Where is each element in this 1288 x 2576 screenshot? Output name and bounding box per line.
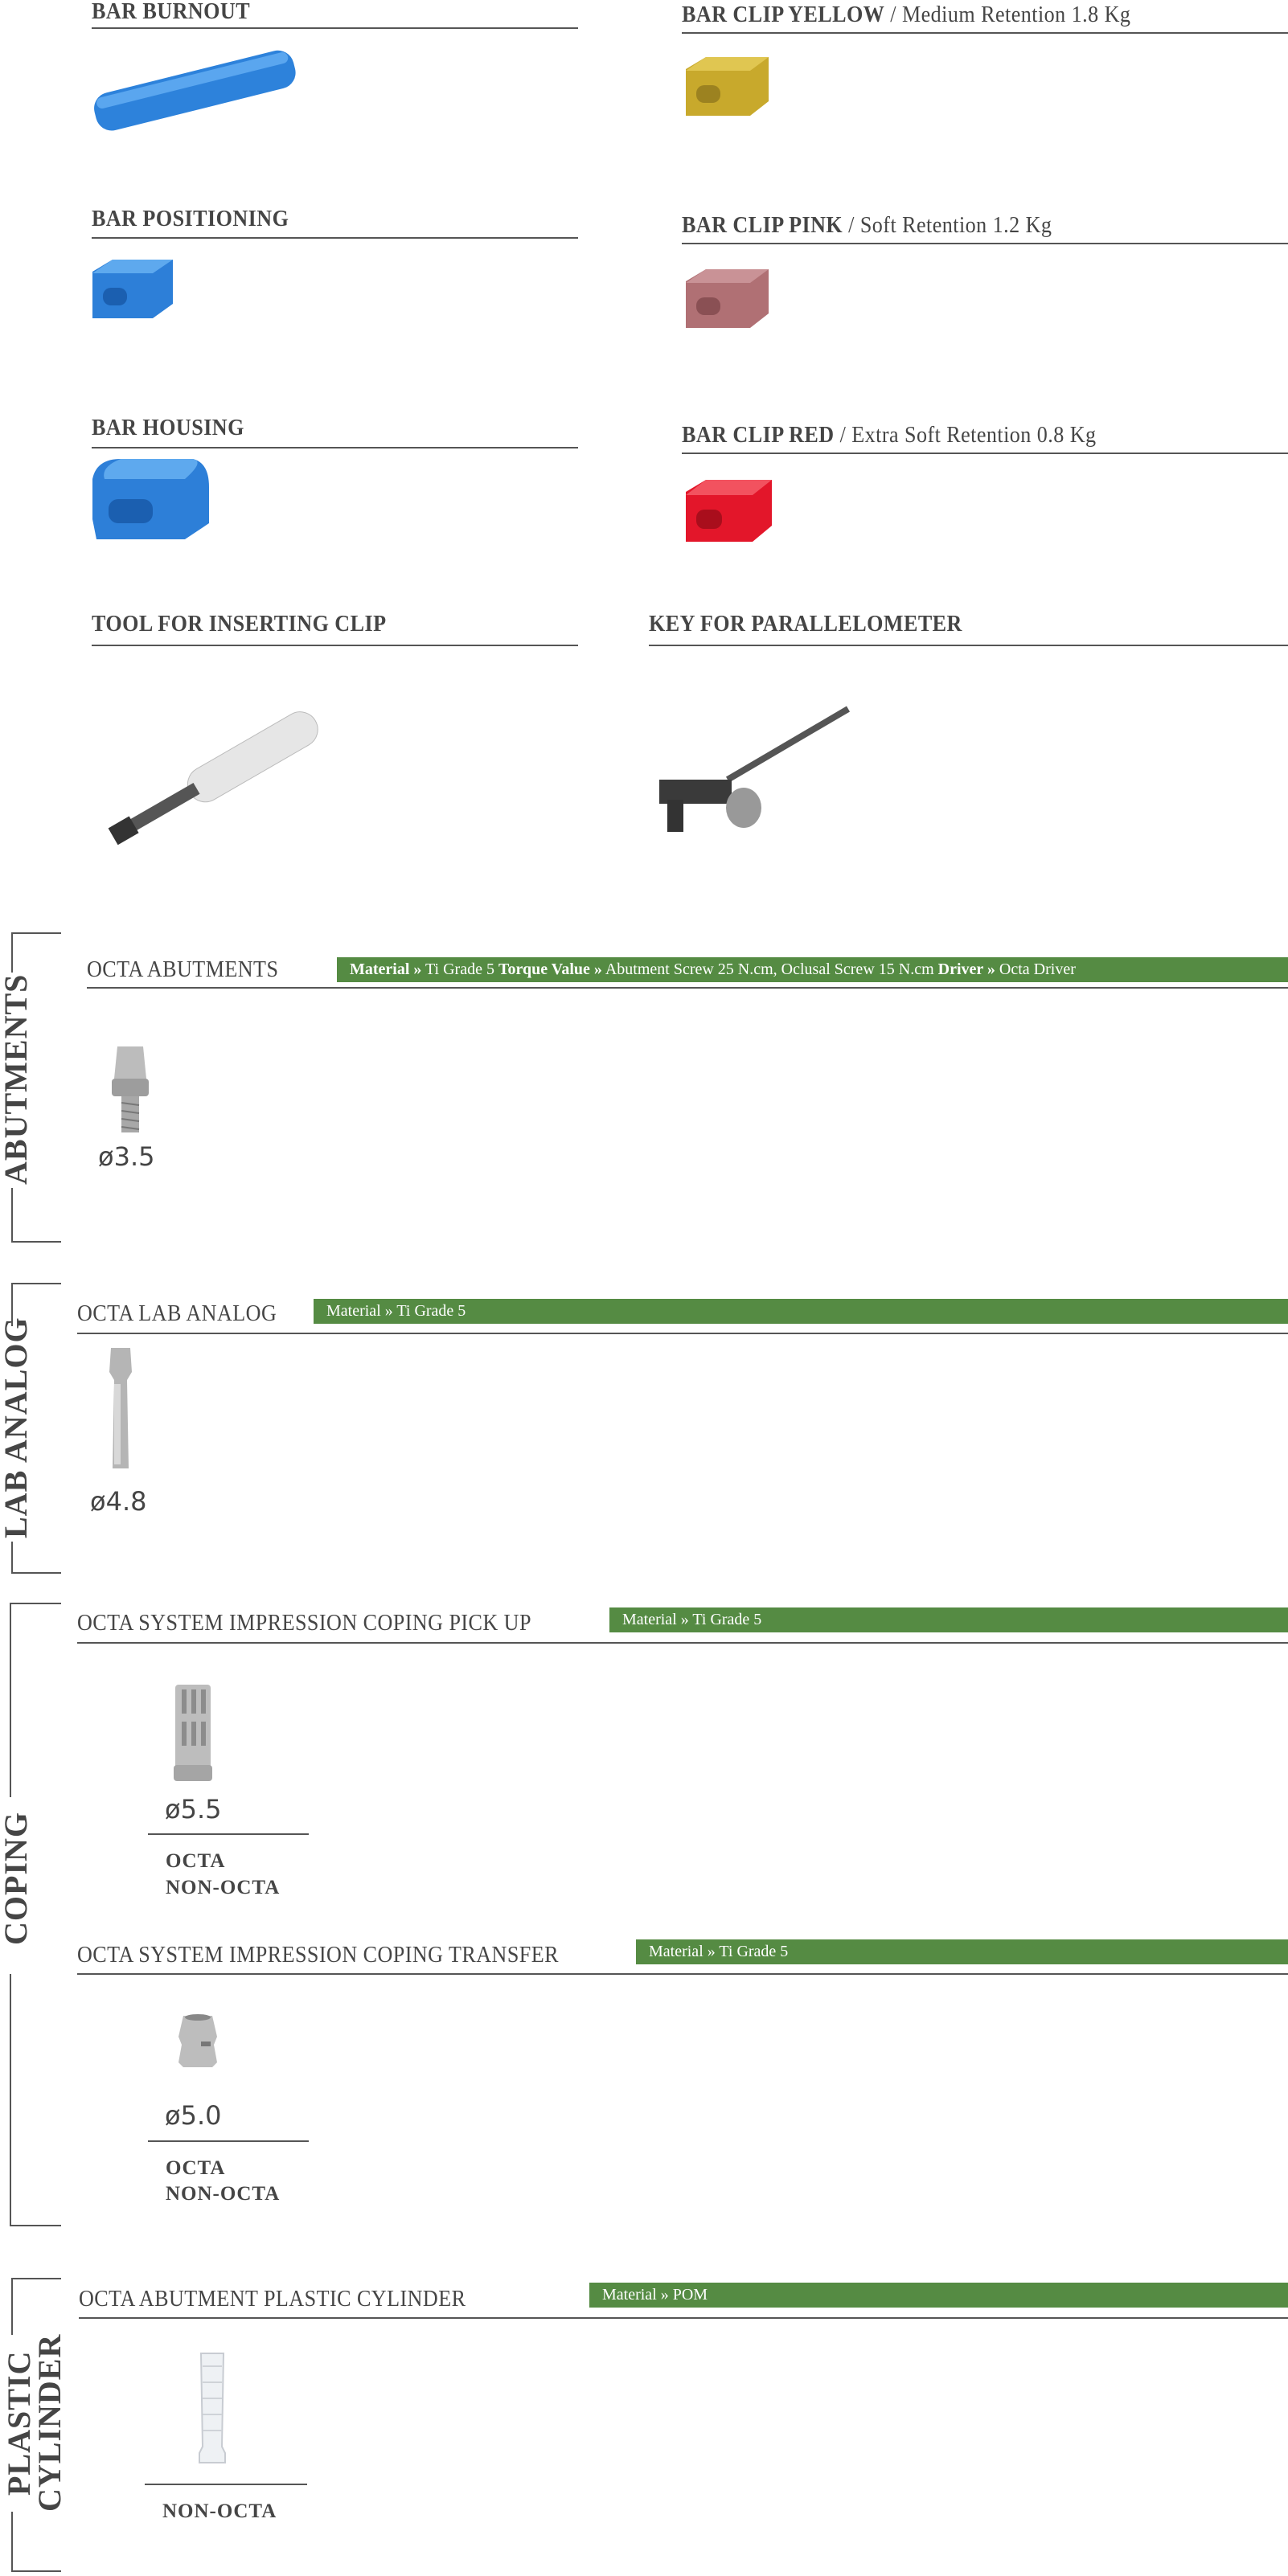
divider bbox=[145, 2484, 307, 2485]
section-label-abutments: ABUTMENTS bbox=[0, 973, 34, 1188]
diameter-label: ø5.5 bbox=[165, 1794, 222, 1824]
coping-transfer-image bbox=[178, 2014, 217, 2067]
section-label-line: PLASTIC bbox=[1, 2350, 37, 2496]
diameter-label: ø4.8 bbox=[90, 1486, 147, 1517]
bar-burnout-image bbox=[94, 50, 296, 131]
section-bracket bbox=[10, 1603, 11, 1797]
section-bracket bbox=[10, 1974, 11, 2226]
variant-non-octa: NON-OCTA bbox=[166, 2183, 281, 2205]
variant-octa: OCTA bbox=[166, 1850, 226, 1872]
spec-bar: Material » Ti Grade 5 bbox=[314, 1299, 1288, 1324]
divider bbox=[92, 447, 578, 448]
divider bbox=[649, 645, 1288, 646]
spec-bar: Material » POM bbox=[589, 2283, 1288, 2308]
octa-lab-analog-title: OCTA LAB ANALOG bbox=[77, 1300, 277, 1326]
variant-non-octa: NON-OCTA bbox=[166, 1877, 281, 1898]
section-label-plastic-cylinder: PLASTIC CYLINDER bbox=[0, 2333, 68, 2512]
spec-bar: Material » Ti Grade 5 bbox=[636, 1939, 1288, 1964]
diameter-label: ø5.0 bbox=[165, 2100, 222, 2131]
bar-clip-pink-title: BAR CLIP PINK / Soft Retention 1.2 Kg bbox=[682, 212, 1052, 238]
bar-clip-red-title: BAR CLIP RED / Extra Soft Retention 0.8 … bbox=[682, 422, 1097, 448]
section-label-lab-analog: LAB ANALOG bbox=[0, 1317, 34, 1542]
divider bbox=[77, 1333, 1288, 1334]
section-bracket bbox=[11, 2278, 61, 2279]
lab-analog-image bbox=[109, 1348, 132, 1468]
spec-bar: Material » Ti Grade 5 bbox=[609, 1607, 1288, 1632]
divider bbox=[682, 243, 1288, 244]
abutment-image bbox=[112, 1046, 149, 1132]
divider bbox=[92, 27, 578, 29]
section-label-coping: COPING bbox=[0, 1812, 34, 1945]
section-bracket bbox=[11, 1241, 61, 1243]
bar-housing-title: BAR HOUSING bbox=[92, 415, 244, 440]
divider bbox=[682, 32, 1288, 34]
divider bbox=[77, 1642, 1288, 1644]
divider bbox=[92, 237, 578, 239]
divider bbox=[87, 987, 1288, 989]
bar-positioning-title: BAR POSITIONING bbox=[92, 206, 289, 231]
bar-positioning-image bbox=[92, 260, 173, 318]
divider bbox=[148, 2140, 309, 2142]
bar-housing-image bbox=[92, 459, 209, 539]
bar-clip-yellow-image bbox=[686, 57, 769, 116]
coping-pickup-image bbox=[174, 1685, 212, 1781]
key-parallelometer-image bbox=[659, 706, 851, 832]
section-bracket bbox=[10, 2225, 61, 2226]
divider bbox=[79, 2317, 1288, 2319]
coping-pickup-title: OCTA SYSTEM IMPRESSION COPING PICK UP bbox=[77, 1610, 531, 1636]
bar-burnout-title: BAR BURNOUT bbox=[92, 0, 251, 24]
variant-octa: OCTA bbox=[166, 2157, 226, 2179]
tool-inserting-clip-image bbox=[108, 711, 318, 846]
bar-clip-yellow-title: BAR CLIP YELLOW / Medium Retention 1.8 K… bbox=[682, 2, 1131, 27]
divider bbox=[682, 453, 1288, 454]
section-bracket bbox=[11, 2570, 61, 2572]
bar-clip-red-image bbox=[686, 480, 772, 542]
section-bracket bbox=[11, 1283, 61, 1284]
section-label-line: CYLINDER bbox=[31, 2333, 68, 2512]
section-bracket bbox=[11, 1572, 61, 1574]
variant-non-octa: NON-OCTA bbox=[162, 2500, 277, 2522]
octa-abutments-title: OCTA ABUTMENTS bbox=[87, 956, 279, 982]
section-bracket bbox=[10, 1603, 61, 1604]
bar-clip-pink-image bbox=[686, 269, 769, 328]
section-bracket bbox=[11, 932, 61, 934]
divider bbox=[77, 1973, 1288, 1975]
plastic-cylinder-title: OCTA ABUTMENT PLASTIC CYLINDER bbox=[79, 2286, 466, 2312]
tool-inserting-clip-title: TOOL FOR INSERTING CLIP bbox=[92, 611, 387, 637]
diameter-label: ø3.5 bbox=[98, 1141, 155, 1172]
coping-transfer-title: OCTA SYSTEM IMPRESSION COPING TRANSFER bbox=[77, 1942, 560, 1968]
divider bbox=[92, 645, 578, 646]
spec-bar: Material » Ti Grade 5 Torque Value » Abu… bbox=[337, 957, 1288, 982]
plastic-cylinder-image bbox=[199, 2353, 226, 2463]
divider bbox=[148, 1833, 309, 1835]
key-parallelometer-title: KEY FOR PARALLELOMETER bbox=[649, 611, 962, 637]
